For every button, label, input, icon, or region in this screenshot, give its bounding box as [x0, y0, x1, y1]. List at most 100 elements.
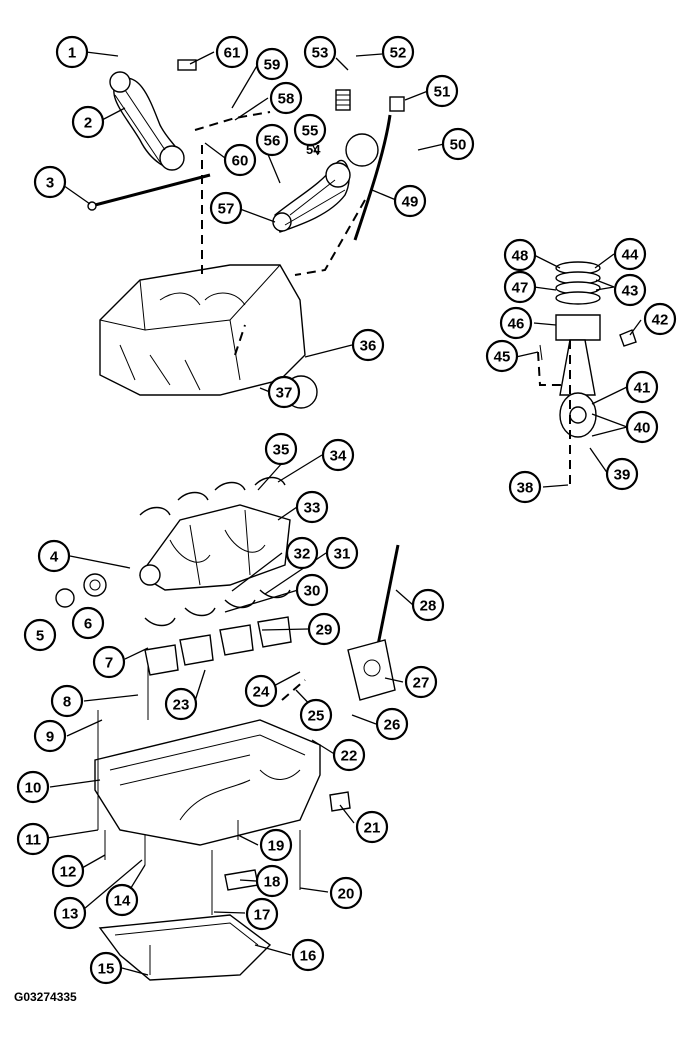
callout-3: 3 — [33, 165, 67, 199]
callout-47: 47 — [503, 270, 537, 304]
callout-6: 6 — [71, 606, 105, 640]
callout-31: 31 — [325, 536, 359, 570]
callout-number: 29 — [316, 622, 333, 639]
callout-circle — [299, 698, 333, 732]
figure-code: G03274335 — [14, 990, 77, 1004]
callout-number: 18 — [264, 874, 281, 891]
callout-9: 9 — [33, 719, 67, 753]
callout-circle — [37, 539, 71, 573]
callout-5: 5 — [23, 618, 57, 652]
crankshaft — [138, 504, 291, 591]
callout-42: 42 — [643, 302, 677, 336]
callout-4: 4 — [37, 539, 71, 573]
callout-number: 2 — [84, 115, 92, 132]
callout-circle — [50, 684, 84, 718]
callout-circle — [411, 588, 445, 622]
callout-39: 39 — [605, 457, 639, 491]
callout-number: 57 — [218, 201, 235, 218]
callout-number: 25 — [308, 708, 325, 725]
callout-circle — [245, 897, 279, 931]
callout-35: 35 — [264, 432, 298, 466]
callout-52: 52 — [381, 35, 415, 69]
callout-number: 20 — [338, 886, 355, 903]
callout-19: 19 — [259, 828, 293, 862]
callout-number: 13 — [62, 906, 79, 923]
callout-1: 1 — [55, 35, 89, 69]
callout-56: 56 — [255, 123, 289, 157]
callout-24: 24 — [244, 674, 278, 708]
callout-number: 48 — [512, 248, 529, 265]
callout-20: 20 — [329, 876, 363, 910]
callout-circle — [215, 35, 249, 69]
callout-circle — [441, 127, 475, 161]
callout-circle — [259, 828, 293, 862]
callout-circle — [55, 35, 89, 69]
callout-circle — [51, 854, 85, 888]
callout-circle — [71, 105, 105, 139]
callout-circle — [351, 328, 385, 362]
callout-circle — [625, 370, 659, 404]
callout-number: 45 — [494, 349, 511, 366]
callout-11: 11 — [16, 822, 50, 856]
callout-43: 43 — [613, 273, 647, 307]
oil-pan-lower — [98, 914, 272, 981]
callout-7: 7 — [92, 645, 126, 679]
callout-circle — [613, 237, 647, 271]
callout-circle — [264, 432, 298, 466]
callout-circle — [503, 270, 537, 304]
callout-circle — [223, 143, 257, 177]
callout-38: 38 — [508, 470, 542, 504]
callout-number: 39 — [614, 467, 631, 484]
callout-number: 12 — [60, 864, 77, 881]
callout-circle — [393, 184, 427, 218]
callout-circle — [285, 536, 319, 570]
callout-59: 59 — [255, 47, 289, 81]
oil-pump-shape — [347, 639, 396, 701]
callout-number: 21 — [364, 820, 381, 837]
callout-53: 53 — [303, 35, 337, 69]
callout-21: 21 — [355, 810, 389, 844]
callout-number: 4 — [50, 549, 59, 566]
callout-number: 35 — [273, 442, 290, 459]
callout-number: 56 — [264, 133, 281, 150]
reference-circle-upper — [345, 133, 379, 167]
callout-circle — [381, 35, 415, 69]
callout-25: 25 — [299, 698, 333, 732]
leader-lines — [46, 51, 642, 976]
callout-circle — [643, 302, 677, 336]
callout-16: 16 — [291, 938, 325, 972]
callout-37: 37 — [267, 375, 301, 409]
callout-number: 40 — [634, 420, 651, 437]
callout-number: 16 — [300, 948, 317, 965]
callout-number: 59 — [264, 57, 281, 74]
callout-circle — [325, 536, 359, 570]
callout-17: 17 — [245, 897, 279, 931]
callout-32: 32 — [285, 536, 319, 570]
callout-number: 37 — [276, 385, 293, 402]
callout-number: 47 — [512, 280, 529, 297]
callout-36: 36 — [351, 328, 385, 362]
callout-number: 42 — [652, 312, 669, 329]
oil-pan-upper — [94, 719, 321, 846]
part-illustrations — [55, 59, 637, 981]
callout-number: 10 — [25, 780, 42, 797]
callout-number: 58 — [278, 91, 295, 108]
callout-circle — [307, 612, 341, 646]
callout-circle — [508, 470, 542, 504]
callout-circle — [16, 770, 50, 804]
callout-circle — [293, 113, 327, 147]
callout-48: 48 — [503, 238, 537, 272]
callout-circle — [499, 306, 533, 340]
callout-number: 28 — [420, 598, 437, 615]
callout-number: 8 — [63, 694, 71, 711]
callout-number: 33 — [304, 500, 321, 517]
callout-circle — [33, 165, 67, 199]
callout-number: 43 — [622, 283, 639, 300]
callout-number: 7 — [105, 655, 113, 672]
sprocket-6 — [83, 573, 107, 597]
callout-50: 50 — [441, 127, 475, 161]
callout-circle — [625, 410, 659, 444]
callout-circle — [375, 707, 409, 741]
callout-61: 61 — [215, 35, 249, 69]
callout-number: 6 — [84, 616, 92, 633]
